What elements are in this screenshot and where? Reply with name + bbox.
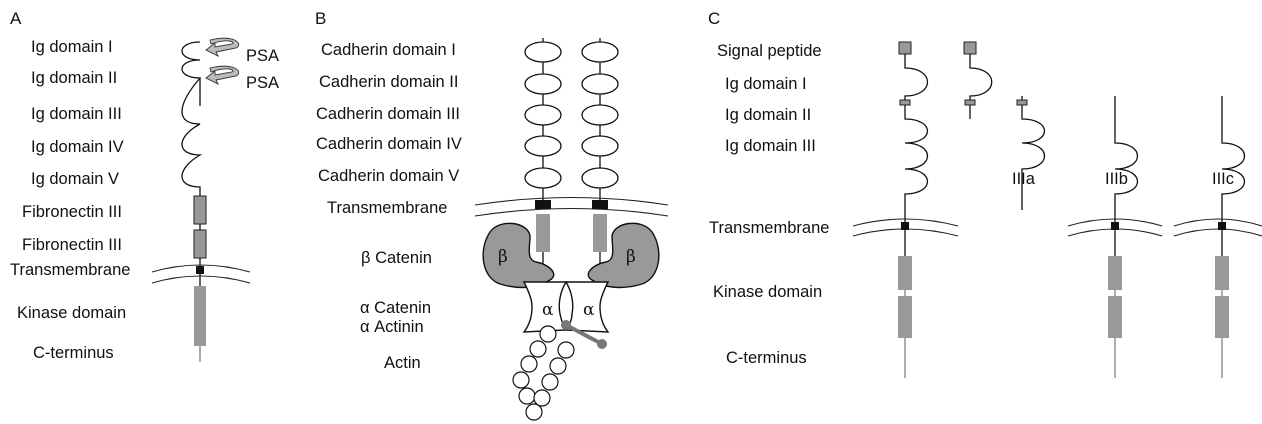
label-actin: Actin — [384, 354, 421, 372]
acid-box-full — [900, 100, 910, 105]
cadherin-domain-1-right — [582, 42, 618, 62]
ig-domains-full — [905, 54, 928, 222]
panel-c-letter: C — [708, 9, 720, 28]
acid-box-iiia — [1017, 100, 1027, 105]
transmembrane-block-iiib — [1111, 222, 1119, 230]
cadherin-domain-5-left — [525, 168, 561, 188]
panel-a-labels: Ig domain I Ig domain II Ig domain III I… — [10, 38, 130, 362]
label-cadherin-domain-1: Cadherin domain I — [321, 41, 456, 59]
psa-label-2: PSA — [246, 74, 279, 92]
label-ig-domain-2: Ig domain II — [31, 69, 117, 87]
membrane-inner-a — [152, 276, 250, 283]
label-cadherin-domain-2: Cadherin domain II — [319, 73, 458, 91]
isoform-iiia: IIIa — [1012, 96, 1045, 210]
label-cadherin-domain-3: Cadherin domain III — [316, 105, 460, 123]
membrane-outer-b — [475, 198, 668, 206]
label-ig-domain-5: Ig domain V — [31, 170, 119, 188]
ig-domain-loops-a — [182, 42, 200, 196]
cadherin-domain-4-left — [525, 136, 561, 156]
panel-b-letter: B — [315, 9, 326, 28]
membrane-inner-b — [475, 209, 668, 217]
transmembrane-block-b-right — [592, 200, 608, 209]
transmembrane-block-a — [196, 266, 204, 274]
signal-peptide-full — [899, 42, 911, 54]
alpha-symbol-left: α — [542, 300, 554, 320]
signal-peptide-fragment — [964, 42, 976, 54]
psa-label-1: PSA — [246, 47, 279, 65]
cytoplasmic-domain-b-left — [536, 214, 550, 252]
label-transmembrane-b: Transmembrane — [327, 199, 447, 217]
label-ig-domain-3: Ig domain III — [31, 105, 122, 123]
alpha-symbol-right: α — [583, 300, 595, 320]
transmembrane-block-b-left — [535, 200, 551, 209]
cadherin-domain-3-right — [582, 105, 618, 125]
fibronectin-domain-1 — [194, 196, 206, 224]
kinase-domain-c1-top — [898, 256, 912, 290]
label-fibronectin-1: Fibronectin III — [22, 203, 122, 221]
isoform-iiic-label: IIIc — [1212, 170, 1234, 188]
label-ig-domain-3-c: Ig domain III — [725, 137, 816, 155]
panel-b-labels: Cadherin domain I Cadherin domain II Cad… — [316, 41, 462, 372]
acid-box-fragment — [965, 100, 975, 105]
cadherin-domain-2-left — [525, 74, 561, 94]
isoform-iiic: IIIc — [1174, 96, 1262, 378]
isoform-iiib: IIIb — [1068, 96, 1162, 378]
kinase-domain-c1-bottom — [898, 296, 912, 338]
label-ig-domain-1: Ig domain I — [31, 38, 113, 56]
label-ig-domain-2-c: Ig domain II — [725, 106, 811, 124]
label-transmembrane-c: Transmembrane — [709, 219, 829, 237]
cadherin-domain-5-right — [582, 168, 618, 188]
beta-symbol-right: β — [626, 247, 636, 267]
isoform-iiib-label: IIIb — [1105, 170, 1128, 188]
label-alpha-actinin: α Actinin — [360, 318, 424, 336]
beta-symbol-left: β — [498, 247, 508, 267]
label-c-terminus-c: C-terminus — [726, 349, 807, 367]
fgfr-secreted-fragment — [964, 42, 992, 119]
label-signal-peptide: Signal peptide — [717, 42, 822, 60]
cadherin-molecules: β β α α — [475, 38, 668, 420]
cadherin-domain-3-left — [525, 105, 561, 125]
panel-c-labels: Signal peptide Ig domain I Ig domain II … — [709, 42, 829, 367]
label-ig-domain-1-c: Ig domain I — [725, 75, 807, 93]
psa-arrow-2 — [206, 66, 239, 84]
fibronectin-domain-2 — [194, 230, 206, 258]
label-fibronectin-2: Fibronectin III — [22, 236, 122, 254]
actin-filament — [513, 326, 574, 420]
psa-arrow-1 — [206, 38, 239, 56]
label-alpha-catenin: α Catenin — [360, 299, 431, 317]
label-beta-catenin: β Catenin — [361, 249, 432, 267]
transmembrane-block-c1 — [901, 222, 909, 230]
cadherin-domain-2-right — [582, 74, 618, 94]
fgfr-full-receptor — [853, 42, 958, 378]
cadherin-domain-1-left — [525, 42, 561, 62]
label-cadherin-domain-4: Cadherin domain IV — [316, 135, 462, 153]
label-kinase-domain-c: Kinase domain — [713, 283, 822, 301]
isoform-iiia-label: IIIa — [1012, 170, 1036, 188]
panel-a-letter: A — [10, 9, 22, 28]
kinase-domain-a — [194, 286, 206, 346]
ncam-molecule: PSA PSA — [152, 38, 279, 362]
label-ig-domain-4: Ig domain IV — [31, 138, 124, 156]
label-kinase-domain-a: Kinase domain — [17, 304, 126, 322]
label-transmembrane-a: Transmembrane — [10, 261, 130, 279]
label-c-terminus-a: C-terminus — [33, 344, 114, 362]
transmembrane-block-iiic — [1218, 222, 1226, 230]
cytoplasmic-domain-b-right — [593, 214, 607, 252]
cadherin-domain-4-right — [582, 136, 618, 156]
label-cadherin-domain-5: Cadherin domain V — [318, 167, 459, 185]
